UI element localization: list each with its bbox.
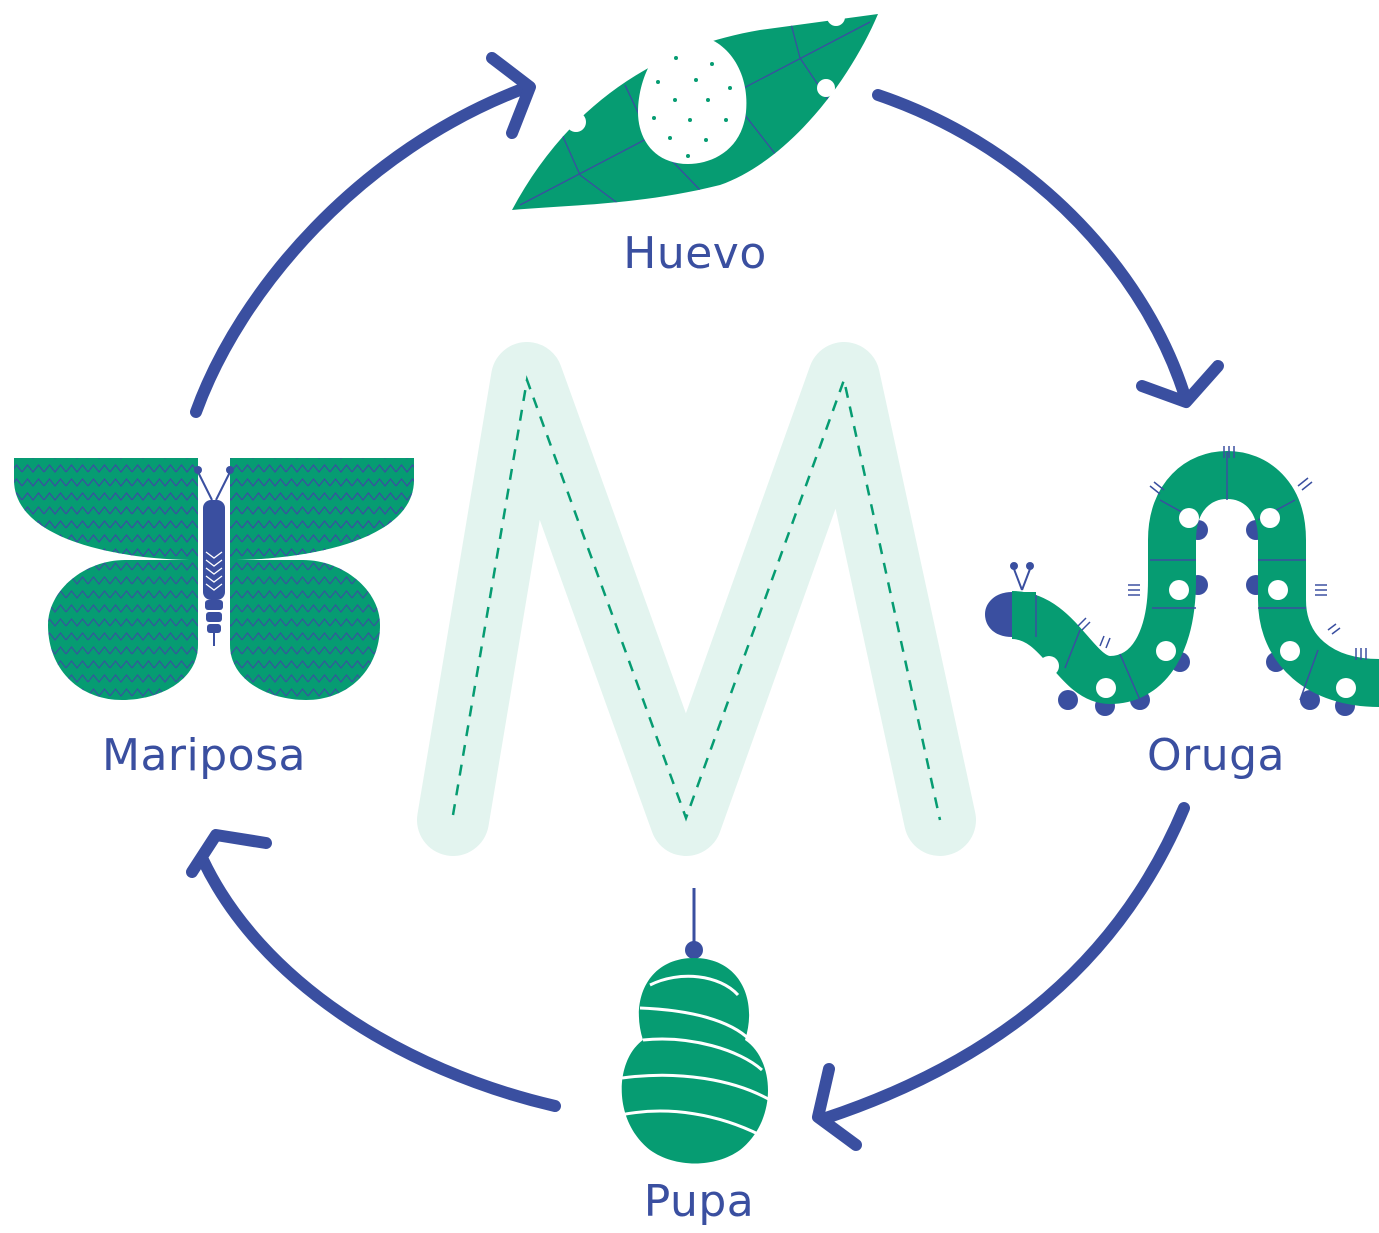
- arrow-huevo-to-oruga: [872, 89, 1224, 408]
- stage-label-huevo: Huevo: [623, 228, 767, 279]
- stage-label-oruga: Oruga: [1146, 730, 1286, 781]
- pupa-icon: [619, 888, 771, 1164]
- arrow-oruga-to-pupa: [812, 802, 1190, 1151]
- arrow-mariposa-to-huevo: [190, 52, 536, 418]
- arrow-pupa-to-mariposa: [186, 829, 561, 1112]
- tracing-letter-m: [417, 342, 976, 856]
- stage-label-pupa: Pupa: [643, 1176, 755, 1227]
- caterpillar-icon: [985, 446, 1379, 716]
- cycle-arrows: [186, 52, 1224, 1151]
- egg-on-leaf-icon: [512, 8, 878, 210]
- stage-label-mariposa: Mariposa: [102, 730, 306, 781]
- butterfly-icon: [14, 458, 414, 700]
